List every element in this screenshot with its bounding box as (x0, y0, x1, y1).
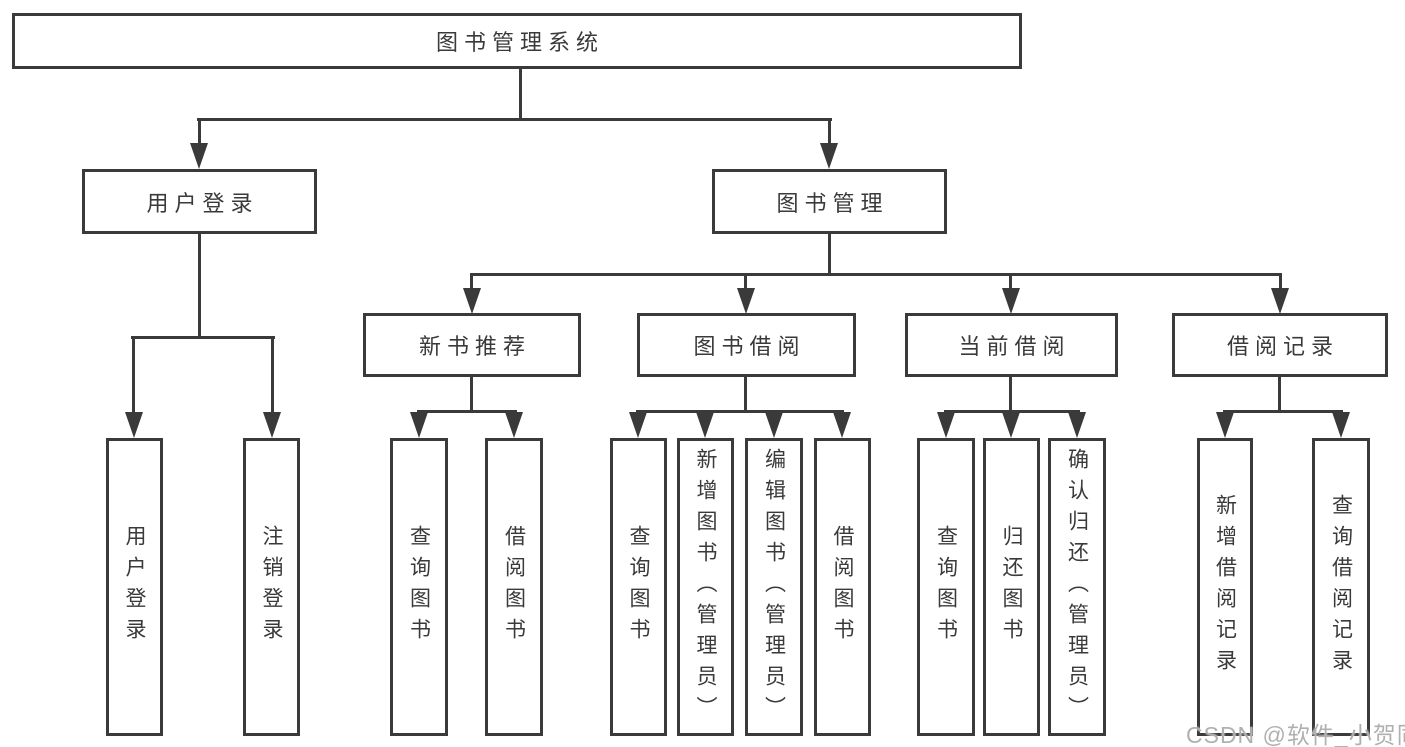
arrow-down-icon (696, 412, 714, 438)
connector-newbook-stem (470, 377, 473, 412)
leaf-confirm-return-admin: 确认归还（管理员） (1048, 438, 1106, 736)
connector-userlogin-bar (131, 336, 275, 339)
connector-userlogin-drop-left (132, 336, 135, 414)
arrow-down-icon (820, 143, 838, 169)
connector-bookmgmt-drop-1 (470, 273, 473, 291)
arrow-down-icon (263, 412, 281, 438)
leaf-query-books-borrowing: 查询图书 (610, 438, 667, 736)
leaf-logout-login: 注销登录 (243, 438, 300, 736)
node-book-management: 图书管理 (712, 169, 947, 234)
node-user-login-group: 用户登录 (82, 169, 317, 234)
connector-borrowing-stem (744, 377, 747, 412)
arrow-down-icon (505, 412, 523, 438)
leaf-borrow-books-borrowing: 借阅图书 (814, 438, 871, 736)
connector-records-stem (1278, 377, 1281, 412)
connector-newbook-bar (417, 410, 517, 413)
connector-bookmgmt-drop-2 (744, 273, 747, 291)
arrow-down-icon (629, 412, 647, 438)
arrow-down-icon (737, 288, 755, 314)
leaf-add-borrow-record: 新增借阅记录 (1197, 438, 1253, 736)
arrow-down-icon (1271, 288, 1289, 314)
connector-root-drop-left (198, 118, 201, 148)
node-borrowing-records: 借阅记录 (1172, 313, 1388, 377)
arrow-down-icon (833, 412, 851, 438)
arrow-down-icon (765, 412, 783, 438)
node-root: 图书管理系统 (12, 13, 1022, 69)
arrow-down-icon (190, 143, 208, 169)
arrow-down-icon (1332, 412, 1350, 438)
connector-bookmgmt-drop-4 (1279, 273, 1282, 291)
arrow-down-icon (1216, 412, 1234, 438)
leaf-query-borrow-record: 查询借阅记录 (1312, 438, 1370, 736)
connector-records-bar (1223, 410, 1343, 413)
arrow-down-icon (463, 288, 481, 314)
connector-current-stem (1009, 377, 1012, 412)
leaf-query-books-current: 查询图书 (917, 438, 975, 736)
leaf-user-login: 用户登录 (106, 438, 163, 736)
leaf-edit-books-admin: 编辑图书（管理员） (745, 438, 803, 736)
arrow-down-icon (1068, 412, 1086, 438)
connector-root-drop-right (828, 118, 831, 148)
leaf-add-books-admin: 新增图书（管理员） (677, 438, 734, 736)
arrow-down-icon (1002, 412, 1020, 438)
arrow-down-icon (1002, 288, 1020, 314)
arrow-down-icon (125, 412, 143, 438)
connector-root-bar (197, 118, 832, 121)
connector-current-bar (944, 410, 1080, 413)
leaf-borrow-books-recommend: 借阅图书 (485, 438, 543, 736)
leaf-query-books-recommend: 查询图书 (390, 438, 448, 736)
connector-userlogin-drop-right (271, 336, 274, 414)
leaf-return-books: 归还图书 (983, 438, 1040, 736)
connector-bookmgmt-drop-3 (1009, 273, 1012, 291)
node-book-borrowing: 图书借阅 (637, 313, 856, 377)
node-current-borrowing: 当前借阅 (905, 313, 1118, 377)
connector-borrowing-bar (636, 410, 844, 413)
connector-userlogin-stem (198, 233, 201, 338)
watermark: CSDN @软件_小贺同学 (1186, 722, 1405, 747)
connector-root-stem (519, 68, 522, 120)
connector-bookmgmt-bar (470, 273, 1282, 276)
node-new-book-recommend: 新书推荐 (363, 313, 581, 377)
connector-bookmgmt-stem (828, 233, 831, 276)
arrow-down-icon (937, 412, 955, 438)
arrow-down-icon (410, 412, 428, 438)
